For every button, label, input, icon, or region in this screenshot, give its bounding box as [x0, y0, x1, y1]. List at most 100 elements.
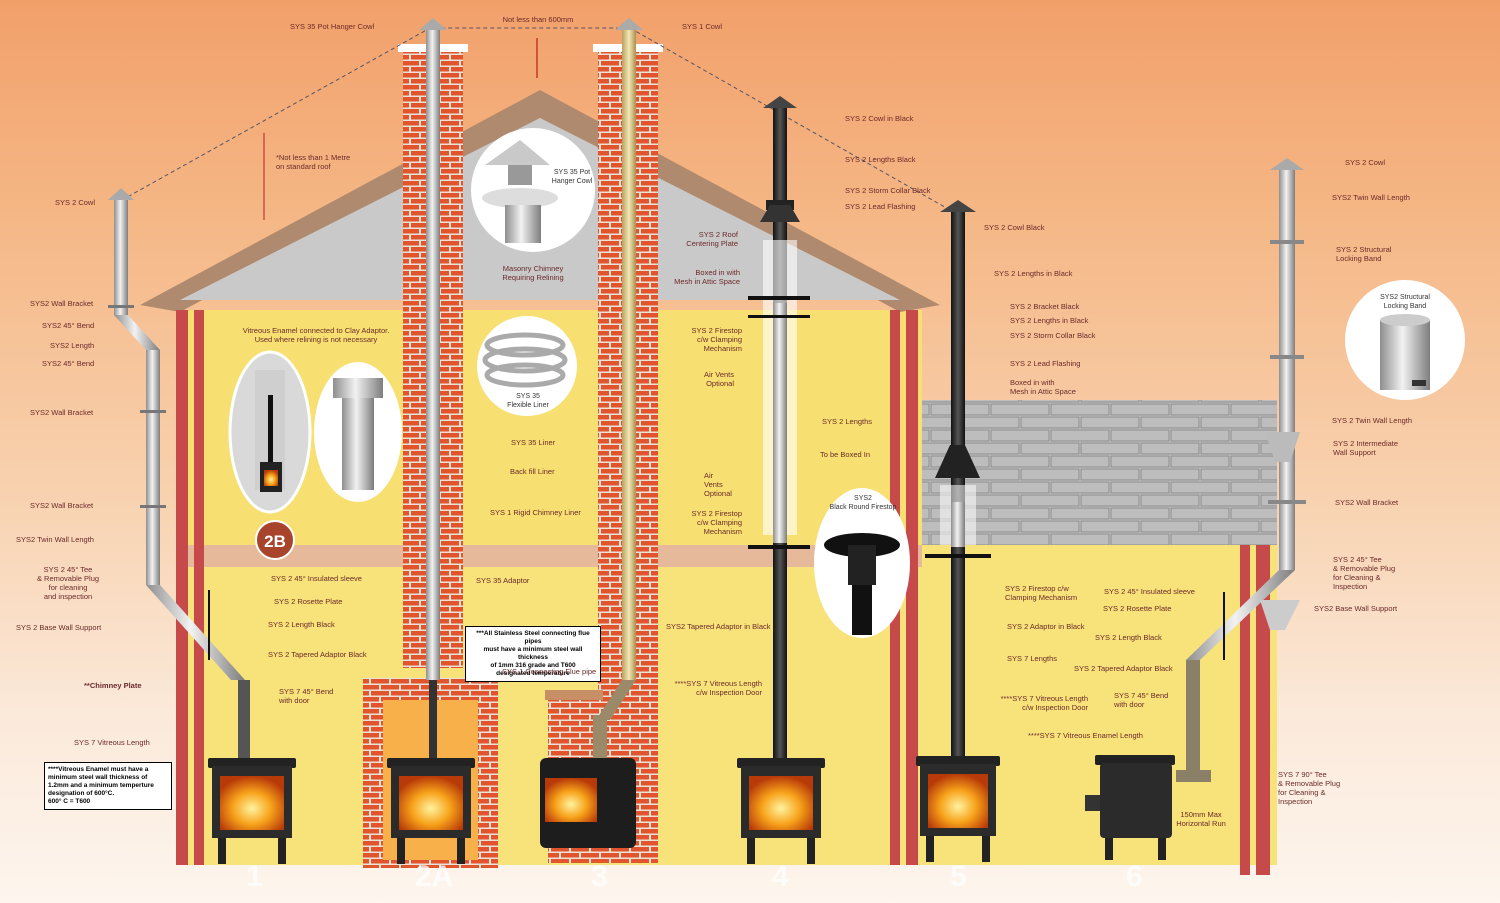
label: SYS 2 Firestop c/w Clamping Mechanism	[1005, 584, 1078, 602]
label: SYS 7 Lengths	[1007, 654, 1058, 663]
label: SYS 2 45° Tee & Removable Plug for clean…	[36, 565, 100, 601]
label: ****SYS 7 Vitreous Length c/w Inspection…	[1000, 694, 1088, 712]
inset-black-firestop	[814, 488, 910, 638]
label: SYS 2 Structural Locking Band	[1336, 245, 1392, 263]
label: To be Boxed In	[820, 450, 871, 459]
label: **Chimney Plate	[84, 681, 142, 690]
label: Air Vents Optional	[703, 370, 734, 388]
clay-adaptor-note: Vitreous Enamel connected to Clay Adapto…	[242, 326, 390, 344]
pot-hanger-caption: SYS 35 Pot Hanger Cowl	[551, 169, 593, 185]
system-number-6: 6	[1126, 860, 1143, 893]
stove-1	[208, 758, 296, 864]
label: SYS 1 Cowl	[682, 22, 723, 31]
stove-3	[540, 758, 636, 848]
floor-joist	[182, 545, 922, 567]
label: SYS 2 Lead Flashing	[1010, 359, 1081, 368]
system-5-flue	[925, 200, 991, 757]
clearance-line	[121, 27, 951, 211]
label: SYS 1 Connecting Flue pipe	[502, 667, 597, 676]
label: SYS 35 Liner	[511, 438, 556, 447]
label: SYS 2 Lead Flashing	[845, 202, 916, 211]
system-4-flue	[748, 96, 810, 758]
structural-band-caption: SYS2 Structural Locking Band	[1380, 294, 1430, 310]
stainless-note: ***All Stainless Steel connecting flue p…	[465, 626, 601, 682]
system-number-2a: 2A	[415, 860, 454, 893]
top-dimension: Not less than 600mm	[502, 15, 574, 24]
label: SYS 7 90° Tee & Removable Plug for Clean…	[1278, 770, 1341, 806]
inset-clay-adaptor	[228, 350, 402, 514]
system-number-1: 1	[246, 860, 263, 893]
black-firestop-caption: SYS2 Black Round Firestop	[829, 495, 897, 511]
label: SYS 2 45° Tee & Removable Plug for Clean…	[1333, 555, 1396, 591]
inset-pot-hanger-cowl	[471, 128, 595, 252]
label: Boxed in with Mesh in Attic Space	[1010, 378, 1076, 396]
label: 150mm Max Horizontal Run	[1176, 810, 1226, 828]
system-3-liner	[622, 30, 636, 680]
label: SYS 2 Cowl in Black	[845, 114, 914, 123]
label: SYS 2 Lengths Black	[845, 155, 916, 164]
label: SYS2 Tapered Adaptor in Black	[666, 622, 771, 631]
label: Air Vents Optional	[704, 471, 732, 498]
label: Masonry Chimney Requiring Relining	[502, 264, 564, 282]
label: SYS 2 Rosette Plate	[274, 597, 343, 606]
system-number-3: 3	[591, 860, 608, 893]
label: SYS2 Base Wall Support	[1314, 604, 1398, 613]
stove-2a	[387, 758, 475, 864]
stove-4	[737, 758, 825, 864]
flexible-liner-caption: SYS 35 Flexible Liner	[507, 393, 549, 409]
label: SYS2 Wall Bracket	[30, 408, 94, 417]
label: SYS 7 45° Bend with door	[1114, 691, 1169, 709]
roof-dimension: *Not less than 1 Metre on standard roof	[276, 153, 351, 171]
label: SYS 2 Storm Collar Black	[1010, 331, 1096, 340]
label: SYS2 Twin Wall Length	[16, 535, 94, 544]
system-number-4: 4	[772, 860, 789, 893]
system-2a-liner	[426, 30, 440, 680]
label: SYS 2 Cowl	[55, 198, 96, 207]
label: SYS 7 45° Bend with door	[279, 687, 334, 705]
label: SYS 2 Tapered Adaptor Black	[268, 650, 367, 659]
label: SYS2 45° Bend	[42, 321, 95, 330]
label: SYS2 45° Bend	[42, 359, 95, 368]
label: SYS 2 Firestop c/w Clamping Mechanism	[691, 509, 742, 536]
vitreous-note: ****Vitreous Enamel must have a minimum …	[44, 762, 172, 810]
label: SYS 2 Cowl	[1345, 158, 1386, 167]
system-number-5: 5	[950, 860, 967, 893]
stove-6	[1085, 755, 1175, 860]
label: SYS 2 45° Insulated sleeve	[1104, 587, 1195, 596]
label: SYS 2 Cowl Black	[984, 223, 1045, 232]
label: ****SYS 7 Vitreous Length c/w Inspection…	[674, 679, 762, 697]
label: SYS 2 45° Insulated sleeve	[271, 574, 362, 583]
inset-flexible-liner	[477, 316, 577, 416]
label: Boxed in with Mesh in Attic Space	[674, 268, 740, 286]
right-house-wall	[1240, 545, 1250, 875]
label: SYS 35 Adaptor	[476, 576, 530, 585]
label: SYS 2 Lengths in Black	[994, 269, 1073, 278]
system-6-flue	[1176, 158, 1306, 782]
right-house	[922, 400, 1277, 875]
label: SYS 2 Lengths in Black	[1010, 316, 1089, 325]
system-1-flue	[108, 188, 250, 760]
label: SYS2 Twin Wall Length	[1332, 193, 1410, 202]
left-wall	[176, 310, 188, 865]
stove-5	[916, 756, 1000, 862]
badge-2b: 2B	[255, 520, 295, 560]
label: SYS 2 Roof Centering Plate	[686, 230, 738, 248]
label: SYS 2 Bracket Black	[1010, 302, 1080, 311]
label: ****SYS 7 Vitreous Enamel Length	[1028, 731, 1143, 740]
label: SYS 2 Base Wall Support	[16, 623, 102, 632]
label: SYS 2 Tapered Adaptor Black	[1074, 664, 1173, 673]
label: SYS 35 Pot Hanger Cowl	[290, 22, 375, 31]
label: Back fill Liner	[510, 467, 555, 476]
label: SYS2 Length	[50, 341, 95, 350]
roof-block-section	[922, 400, 1277, 545]
label: SYS 2 Lengths	[822, 417, 873, 426]
label: SYS 2 Length Black	[1095, 633, 1162, 642]
label: SYS 2 Twin Wall Length	[1332, 416, 1413, 425]
label: SYS2 Wall Bracket	[30, 299, 94, 308]
label: SYS2 Wall Bracket	[30, 501, 94, 510]
label: SYS 2 Length Black	[268, 620, 335, 629]
label: SYS2 Wall Bracket	[1335, 498, 1399, 507]
label: SYS 2 Rosette Plate	[1103, 604, 1172, 613]
